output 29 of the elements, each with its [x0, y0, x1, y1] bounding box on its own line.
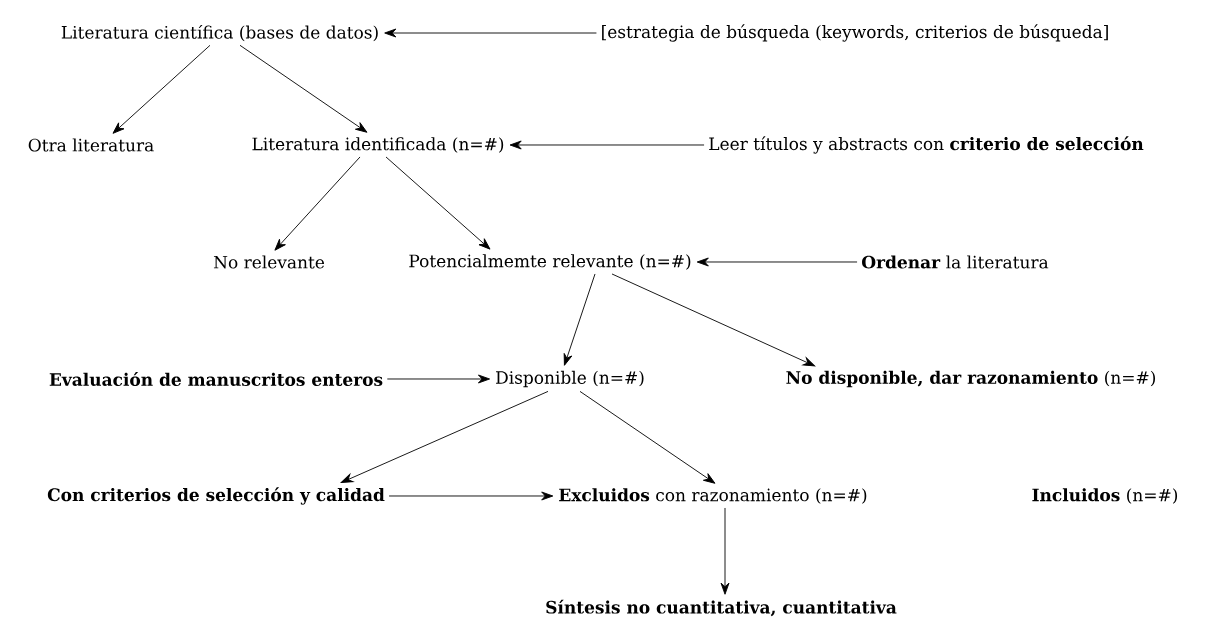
step-text: [estrategia de búsqueda (keywords, criterios de búsqueda] — [602, 24, 1108, 42]
step-text: Ordenar la literatura — [862, 255, 1049, 269]
step-text: Con criterios de selección y calidad — [47, 487, 385, 505]
arrow — [720, 507, 730, 595]
arrow — [509, 140, 705, 150]
step-text: Evaluación de manuscritos enteros — [49, 372, 383, 386]
arrow — [579, 390, 716, 484]
arrow — [274, 156, 361, 251]
step-text: Otra literatura — [28, 138, 154, 152]
step-text: Síntesis no cuantitativa, cuantitativa — [546, 599, 897, 617]
arrow — [611, 273, 816, 367]
step-text: No disponible, dar razonamiento (n=#) — [786, 370, 1156, 388]
step-text: Incluidos (n=#) — [1032, 488, 1178, 504]
arrow — [112, 44, 211, 134]
arrow — [239, 44, 368, 133]
step-text: Leer títulos y abstracts con criterio de selección — [709, 136, 1144, 154]
step-text: Literatura científica (bases de datos) — [61, 24, 378, 42]
step-text: Literatura identificada (n=#) — [252, 137, 504, 153]
arrow — [384, 28, 597, 38]
arrow — [386, 374, 491, 384]
step-text: Disponible (n=#) — [496, 370, 644, 388]
step-text: Excluidos con razonamiento (n=#) — [559, 488, 867, 504]
arrow — [696, 257, 858, 267]
arrow — [388, 491, 554, 501]
step-text: Potencialmemte relevante (n=#) — [409, 254, 691, 270]
arrow — [563, 273, 596, 366]
arrow — [340, 390, 549, 483]
arrow — [385, 156, 491, 250]
step-text: No relevante — [213, 255, 325, 269]
